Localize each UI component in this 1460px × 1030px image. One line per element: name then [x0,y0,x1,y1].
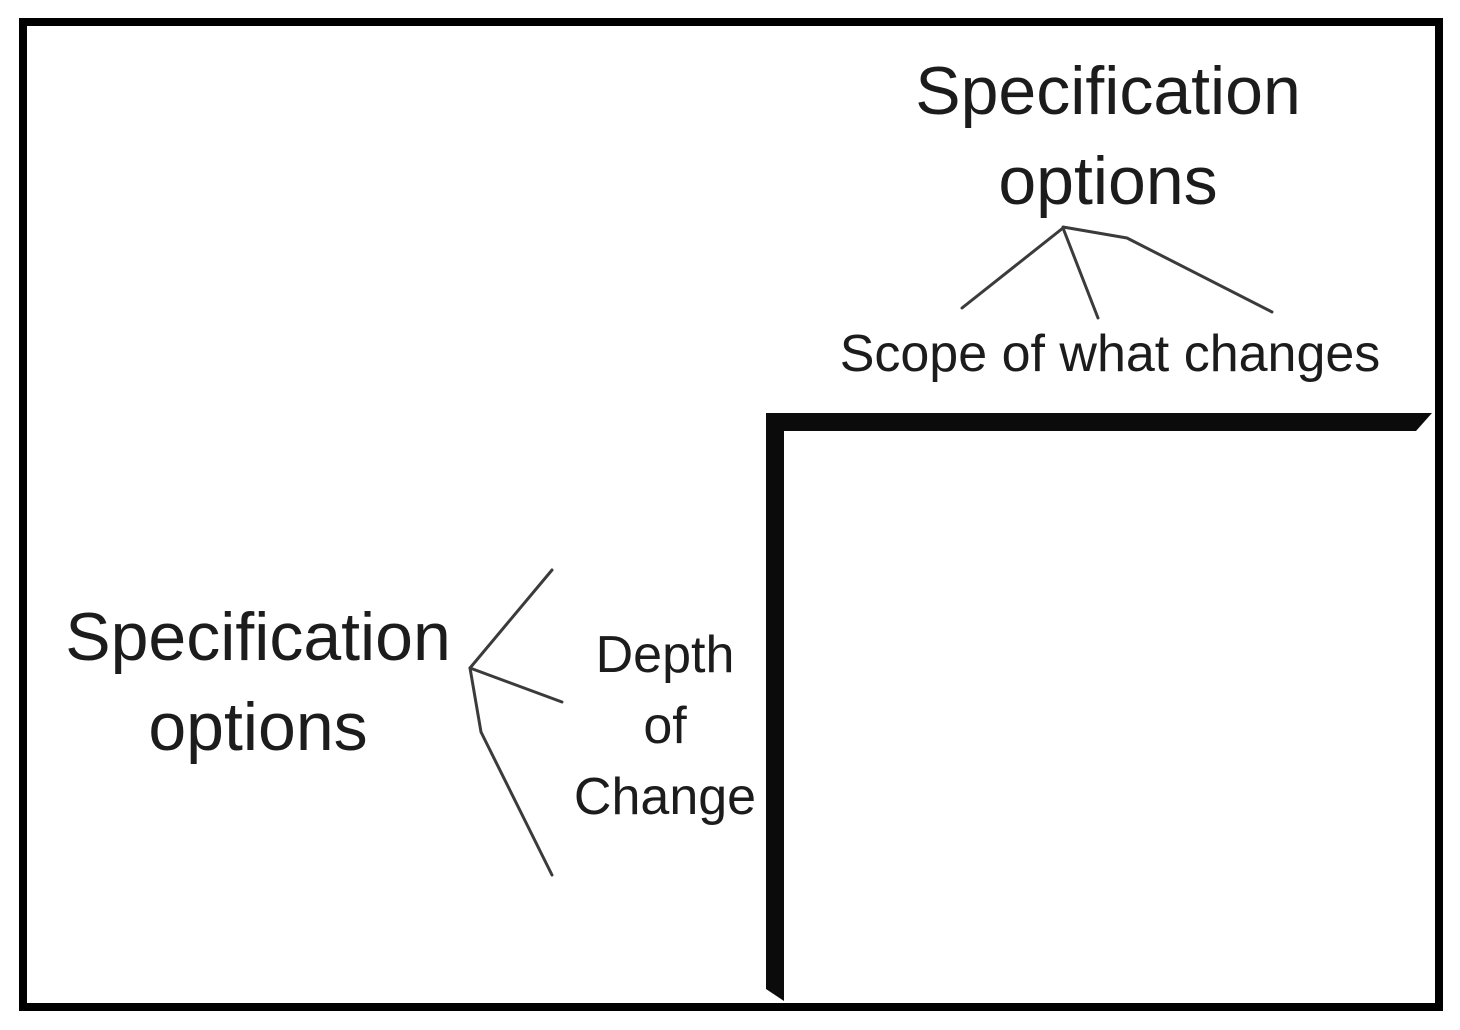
top-axis-title-line2: options [998,143,1218,219]
top-axis-title: Specification options [858,46,1358,226]
left-axis-title-line2: options [148,689,368,765]
y-axis-line [766,413,784,1001]
top-axis-title-line1: Specification [915,53,1301,129]
top-axis-label: Scope of what changes [839,325,1381,383]
x-axis-line [766,413,1432,431]
left-axis-label-line3: Change [573,768,757,826]
left-axis-label-line2: of [643,697,687,755]
left-axis-title-line1: Specification [65,599,451,675]
left-axis-title: Specification options [8,592,508,772]
left-axis-label: Depth of Change [515,620,815,833]
left-axis-label-line1: Depth [595,626,735,684]
figure-border [19,18,1443,1011]
